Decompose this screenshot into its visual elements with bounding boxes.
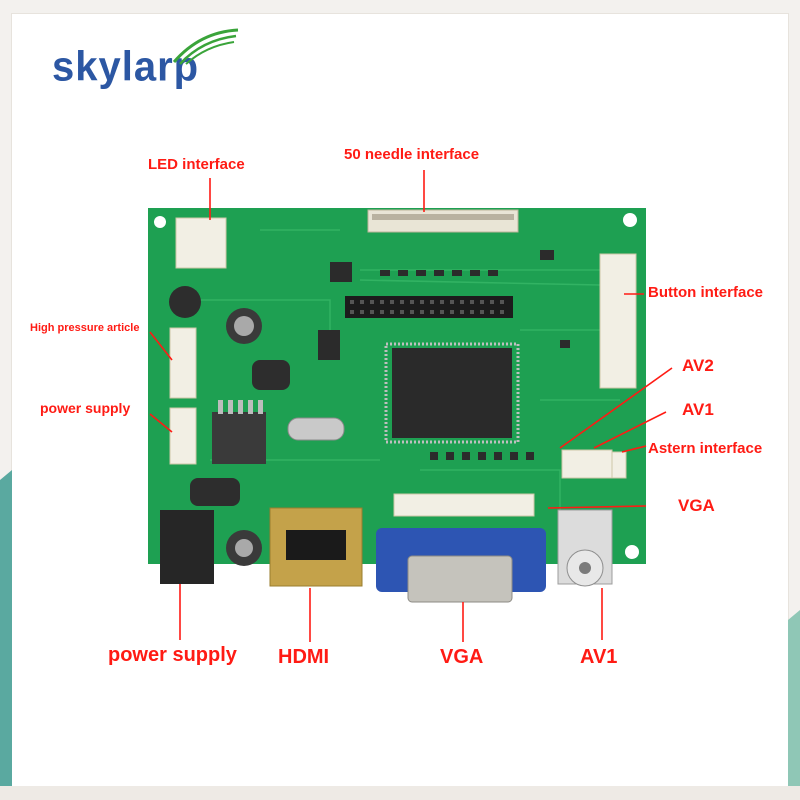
high-pressure-connector (169, 327, 197, 399)
label-vga-bottom: VGA (440, 646, 484, 668)
astern-header (611, 451, 627, 479)
power-connector (169, 407, 197, 465)
label-astern-interface: Astern interface (648, 440, 763, 457)
label-av1-right: AV1 (682, 400, 714, 419)
label-vga-right: VGA (678, 496, 715, 515)
fpc-connector (367, 209, 519, 233)
led-connector (175, 217, 227, 269)
label-button-interface: Button interface (648, 284, 764, 301)
button-connector (599, 253, 637, 389)
label-power-supply-bottom: power supply (108, 644, 237, 666)
pointer-lines (149, 170, 673, 642)
brand-logo: skylarp (52, 43, 200, 91)
label-led-interface: LED interface (148, 156, 245, 173)
smd-components (318, 250, 570, 460)
av-header (561, 449, 613, 479)
label-av1-bottom: AV1 (580, 646, 618, 668)
regulator (212, 412, 266, 464)
logo-wing-icon (172, 28, 239, 65)
mounting-hole (623, 213, 637, 227)
label-needle-interface: 50 needle interface (344, 146, 480, 163)
mounting-hole (154, 216, 166, 228)
vga-header (393, 493, 535, 517)
label-hdmi: HDMI (278, 646, 330, 668)
label-high-pressure-article: High pressure article (30, 322, 140, 334)
dc-jack (160, 510, 214, 584)
inductor (190, 478, 240, 506)
label-power-supply-side: power supply (40, 400, 131, 416)
main-chip (392, 348, 512, 438)
mounting-hole (625, 545, 639, 559)
inductor (252, 360, 290, 390)
inductor (169, 286, 201, 318)
pin-header (345, 296, 513, 318)
crystal (287, 417, 345, 441)
label-av2: AV2 (682, 356, 714, 375)
